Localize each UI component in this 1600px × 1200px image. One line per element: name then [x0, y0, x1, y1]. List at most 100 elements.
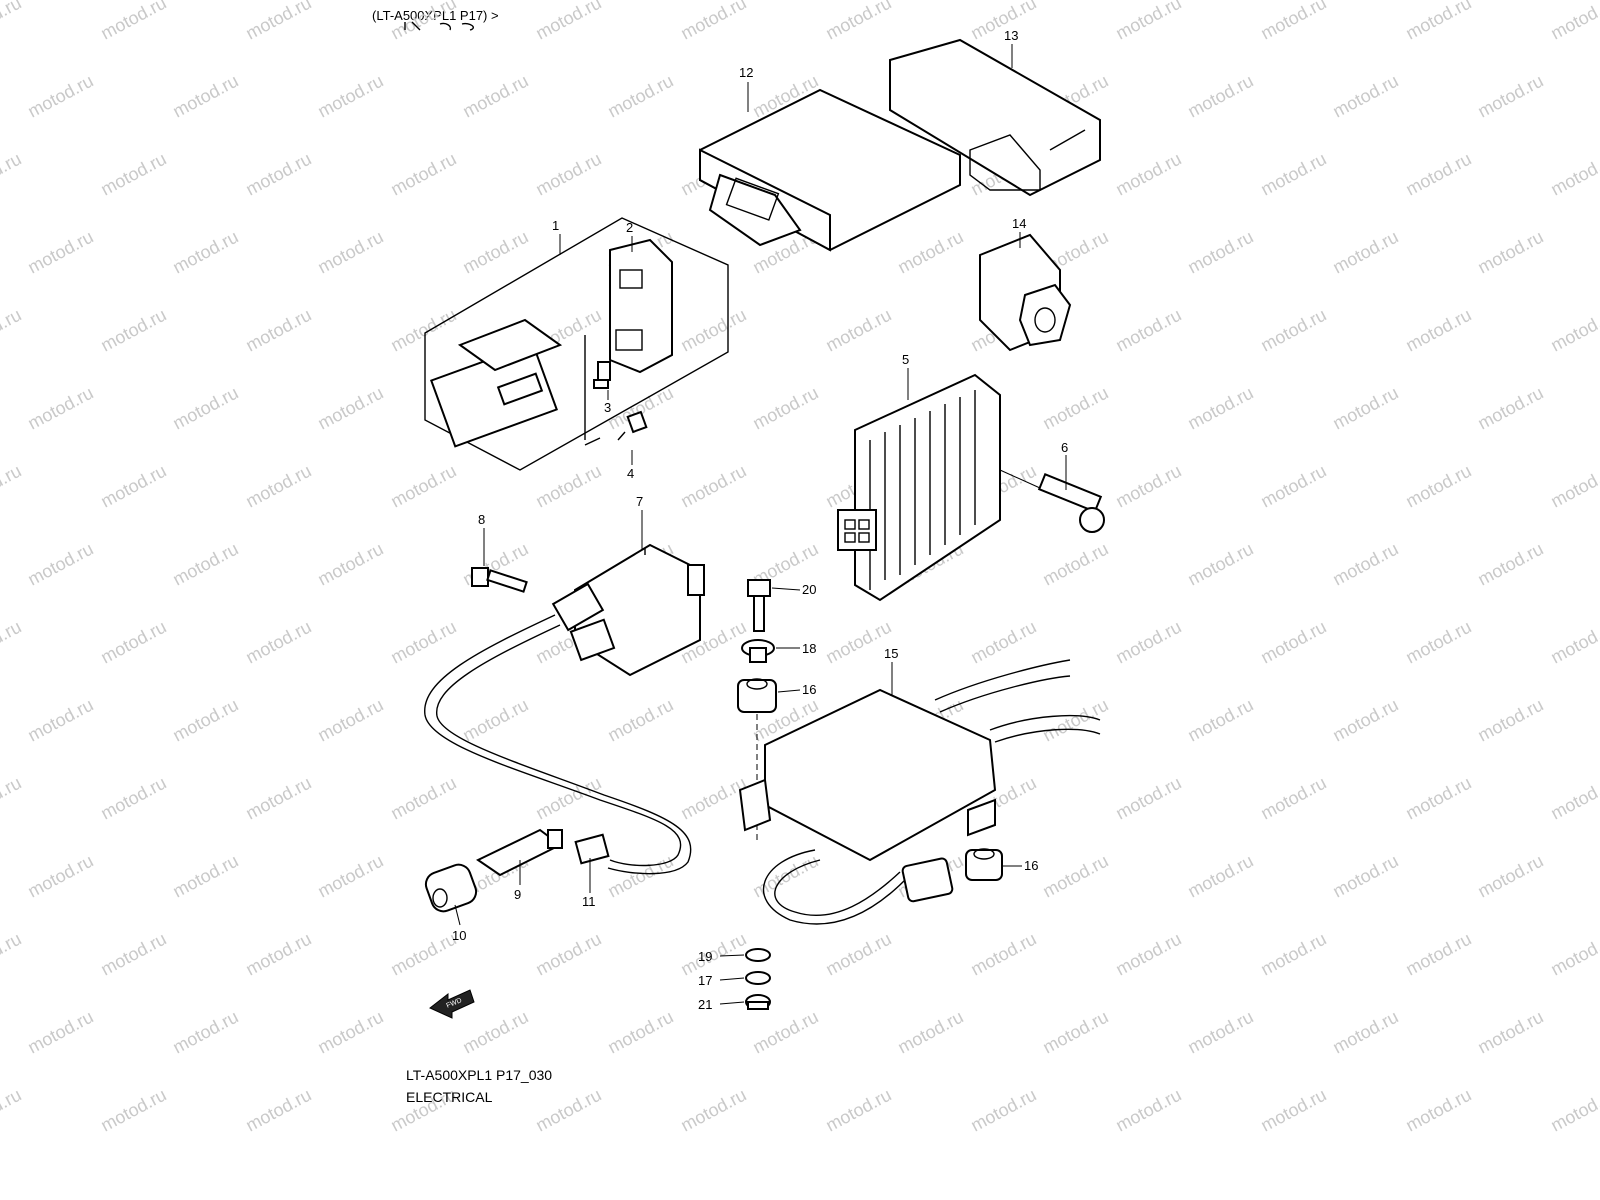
watermark-text: motod.ru	[604, 71, 676, 122]
part-17-washer[interactable]	[745, 971, 771, 985]
callout-18: 18	[802, 641, 816, 656]
watermark-text: motod.ru	[97, 149, 169, 200]
watermark-text: motod.ru	[24, 227, 96, 278]
watermark-text: motod.ru	[1039, 1007, 1111, 1058]
part-13-ecm-bracket[interactable]	[889, 38, 1101, 197]
watermark-text: motod.ru	[1112, 305, 1184, 356]
watermark-text: motod.ru	[1402, 617, 1474, 668]
watermark-text: motod.ru	[677, 1085, 749, 1136]
watermark-text: motod.ru	[0, 305, 25, 356]
watermark-text: motod.ru	[1184, 383, 1256, 434]
watermark-text: motod.ru	[1547, 1085, 1600, 1136]
watermark-text: motod.ru	[169, 695, 241, 746]
watermark-text: motod.ru	[1402, 149, 1474, 200]
watermark-text: motod.ru	[1039, 695, 1111, 746]
watermark-text: motod.ru	[24, 383, 96, 434]
part-7-ignition-coil[interactable]	[551, 543, 705, 677]
part-3-terminal[interactable]	[593, 361, 611, 389]
part-16-cushion-lower[interactable]	[965, 848, 1003, 881]
part-1-relay-assembly[interactable]	[424, 217, 729, 471]
callout-6: 6	[1061, 440, 1068, 455]
part-21-nut[interactable]	[745, 994, 771, 1010]
watermark-text: motod.ru	[822, 0, 894, 44]
watermark-text: motod.ru	[169, 227, 241, 278]
watermark-text: motod.ru	[1329, 695, 1401, 746]
watermark-text: motod.ru	[24, 71, 96, 122]
callout-13: 13	[1004, 28, 1018, 43]
watermark-text: motod.ru	[822, 305, 894, 356]
part-11-connector[interactable]	[574, 833, 610, 865]
watermark-text: motod.ru	[1474, 227, 1546, 278]
watermark-text: motod.ru	[1112, 149, 1184, 200]
part-8-bolt[interactable]	[471, 567, 528, 593]
watermark-text: motod.ru	[1329, 539, 1401, 590]
watermark-text: motod.ru	[242, 773, 314, 824]
watermark-text: motod.ru	[1474, 71, 1546, 122]
ignition-lead-wire-outline	[436, 624, 692, 875]
watermark-text: motod.ru	[1257, 305, 1329, 356]
watermark-text: motod.ru	[0, 461, 25, 512]
watermark-text: motod.ru	[1547, 305, 1600, 356]
part-20-bolt[interactable]	[747, 579, 771, 632]
part-9-plug-cap[interactable]	[476, 828, 563, 877]
callout-11: 11	[582, 894, 596, 909]
watermark-text: motod.ru	[1257, 461, 1329, 512]
callout-12: 12	[739, 65, 753, 80]
part-12-ecm-unit[interactable]	[699, 88, 961, 252]
watermark-text: motod.ru	[1402, 0, 1474, 44]
watermark-text: motod.ru	[387, 461, 459, 512]
watermark-text: motod.ru	[1329, 383, 1401, 434]
watermark-text: motod.ru	[169, 1007, 241, 1058]
part-4-bolt[interactable]	[584, 410, 648, 446]
watermark-text: motod.ru	[97, 773, 169, 824]
watermark-text: motod.ru	[314, 851, 386, 902]
part-2-relay-cover[interactable]	[609, 238, 673, 374]
watermark-text: motod.ru	[242, 0, 314, 44]
callout-leader-lines	[454, 44, 1067, 1005]
watermark-text: motod.ru	[1112, 1085, 1184, 1136]
part-15-wire-connector[interactable]	[901, 857, 954, 903]
watermark-text: motod.ru	[1329, 1007, 1401, 1058]
callout-10: 10	[452, 928, 466, 943]
part-10-cap-cover[interactable]	[423, 861, 480, 914]
part-18-collar[interactable]	[741, 639, 775, 663]
watermark-text: motod.ru	[1402, 1085, 1474, 1136]
watermark-text: motod.ru	[387, 929, 459, 980]
callout-3: 3	[604, 400, 611, 415]
watermark-text: motod.ru	[1402, 461, 1474, 512]
watermark-text: motod.ru	[314, 71, 386, 122]
part-19-washer[interactable]	[745, 948, 771, 962]
callout-14: 14	[1012, 216, 1026, 231]
watermark-text: motod.ru	[1257, 617, 1329, 668]
watermark-text: motod.ru	[677, 461, 749, 512]
watermark-text: motod.ru	[97, 461, 169, 512]
watermark-text: motod.ru	[24, 539, 96, 590]
callout-16-upper: 16	[802, 682, 816, 697]
watermark-text: motod.ru	[242, 149, 314, 200]
watermark-text: motod.ru	[387, 617, 459, 668]
diagram-code: LT-A500XPL1 P17_030	[406, 1067, 553, 1083]
watermark-text: motod.ru	[1474, 539, 1546, 590]
watermark-text: motod.ru	[242, 305, 314, 356]
watermark-text: motod.ru	[1112, 929, 1184, 980]
watermark-text: motod.ru	[1547, 617, 1600, 668]
callout-21: 21	[698, 997, 712, 1012]
part-14-connector[interactable]	[979, 233, 1072, 352]
watermark-text: motod.ru	[894, 227, 966, 278]
part-6-bolt[interactable]	[999, 469, 1105, 533]
watermark-text: motod.ru	[169, 539, 241, 590]
watermark-text: motod.ru	[24, 851, 96, 902]
watermark-text: motod.ru	[459, 71, 531, 122]
forward-direction-arrow: FWD	[429, 989, 475, 1019]
part-16-cushion-upper[interactable]	[737, 678, 777, 713]
watermark-text: motod.ru	[1402, 773, 1474, 824]
watermark-text: motod.ru	[0, 617, 25, 668]
watermark-text: motod.ru	[97, 617, 169, 668]
part-5-regulator-rectifier[interactable]	[837, 373, 1001, 602]
watermark-text: motod.ru	[604, 1007, 676, 1058]
watermark-text: motod.ru	[24, 695, 96, 746]
part-15-control-unit[interactable]	[738, 659, 1101, 925]
watermark-text: motod.ru	[1329, 71, 1401, 122]
watermark-text: motod.ru	[0, 149, 25, 200]
watermark-text: motod.ru	[459, 227, 531, 278]
